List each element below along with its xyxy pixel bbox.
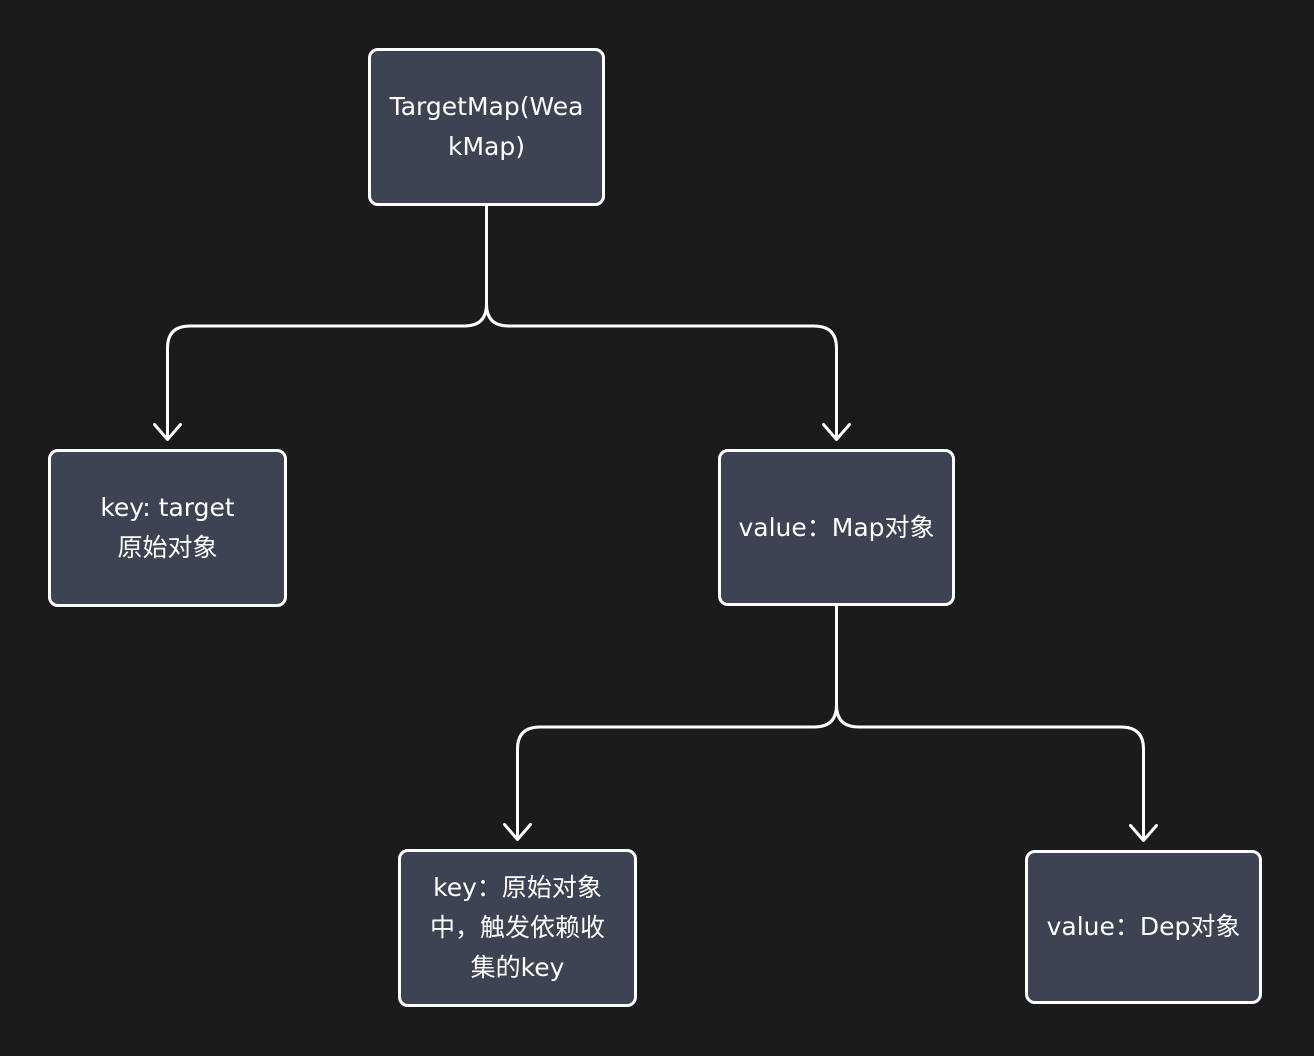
node-value-map[interactable]: value：Map对象 — [718, 449, 955, 606]
edge-value-map-to-value-dep — [835, 602, 1158, 842]
node-key-target-label: key: target 原始对象 — [100, 493, 235, 562]
node-key-target[interactable]: key: target 原始对象 — [48, 449, 287, 607]
node-key-dep-collect-label: key：原始对象 中，触发依赖收 集的key — [429, 873, 605, 982]
node-targetmap-weakmap[interactable]: TargetMap(Wea kMap) — [368, 48, 605, 206]
edge-root-to-key-target — [153, 203, 488, 441]
node-key-dep-collect[interactable]: key：原始对象 中，触发依赖收 集的key — [398, 849, 637, 1007]
edge-value-map-to-key-dep — [503, 602, 838, 841]
node-value-dep-label: value：Dep对象 — [1046, 912, 1241, 941]
edge-root-to-value-map — [485, 203, 851, 441]
node-targetmap-weakmap-label: TargetMap(Wea kMap) — [389, 92, 584, 161]
node-value-dep[interactable]: value：Dep对象 — [1025, 850, 1262, 1004]
node-value-map-label: value：Map对象 — [738, 512, 935, 542]
